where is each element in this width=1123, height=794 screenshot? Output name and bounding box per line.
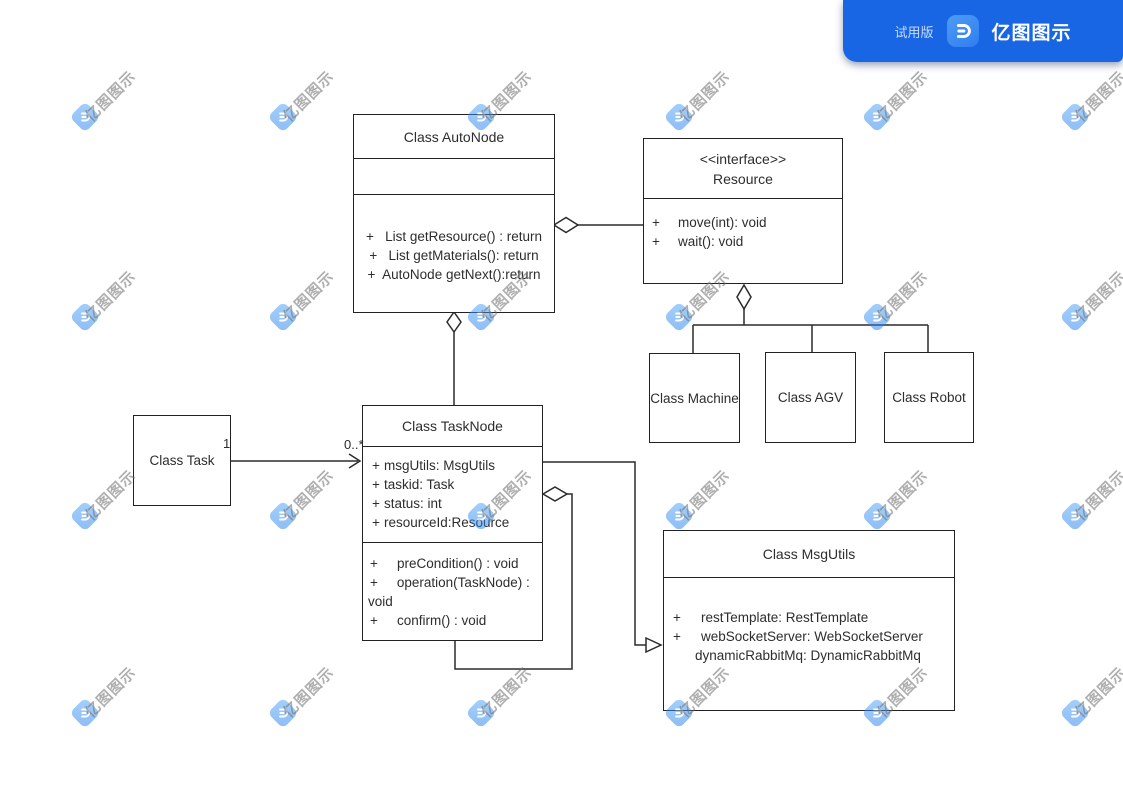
attribute-text: msgUtils: MsgUtils: [384, 458, 496, 473]
connector-tasknode-self: [454, 493, 573, 670]
connector-tasknode-msgutils: [543, 461, 646, 646]
multiplicity-label-one: 1: [223, 436, 231, 451]
visibility-marker: +: [370, 613, 378, 628]
triangle-arrowhead-icon: [645, 636, 663, 654]
attributes-section: + restTemplate: RestTemplate + webSocket…: [664, 578, 954, 665]
method-row: + AutoNode getNext():return: [367, 267, 541, 282]
stereotype-text: <<interface>>: [699, 150, 787, 167]
method-row: +operation(TaskNode) : void: [363, 573, 540, 611]
class-box-tasknode[interactable]: Class TaskNode + msgUtils: MsgUtils + ta…: [362, 405, 543, 641]
class-title-text: Class Machine: [650, 390, 739, 406]
class-title-text: Class AutoNode: [403, 128, 505, 145]
visibility-marker: +: [370, 575, 378, 590]
trial-banner[interactable]: 试用版 亿图图示: [843, 0, 1123, 62]
method-row: + List getResource() : return: [366, 229, 542, 244]
visibility-marker: +: [372, 458, 380, 473]
attribute-row: + webSocketServer: WebSocketServer: [673, 627, 954, 646]
multiplicity-label-many: 0..*: [344, 437, 364, 452]
diamond-icon: [446, 310, 462, 334]
trial-version-label: 试用版: [894, 24, 934, 40]
visibility-marker: +: [372, 496, 380, 511]
attribute-row: + resourceId:Resource: [368, 513, 542, 532]
attribute-text: resourceId:Resource: [384, 515, 510, 530]
attribute-row: dynamicRabbitMq: DynamicRabbitMq: [673, 646, 954, 665]
method-text: operation(TaskNode) : void: [368, 575, 534, 609]
class-box-task[interactable]: Class Task: [133, 415, 231, 506]
visibility-marker: +: [370, 556, 378, 571]
methods-section: + List getResource() : return + List get…: [354, 195, 554, 284]
method-text: wait(): void: [678, 234, 744, 249]
method-row: + move(int): void: [652, 213, 842, 232]
class-title-text: Class TaskNode: [402, 418, 503, 434]
attributes-section: [354, 159, 554, 195]
class-box-machine[interactable]: Class Machine: [649, 353, 740, 443]
attribute-row: + taskid: Task: [368, 475, 542, 494]
method-row: + preCondition() : void: [368, 554, 540, 573]
method-text: confirm() : void: [397, 613, 487, 628]
class-title-text: Class Robot: [892, 390, 966, 405]
edraw-logo-icon: [946, 15, 979, 47]
interface-box-resource[interactable]: <<interface>> Resource + move(int): void…: [643, 138, 843, 284]
diamond-icon: [541, 486, 569, 502]
method-row: + List getMaterials(): return: [369, 248, 539, 263]
class-box-msgutils[interactable]: Class MsgUtils + restTemplate: RestTempl…: [663, 530, 955, 711]
class-title: Class TaskNode: [363, 406, 542, 447]
method-text: move(int): void: [678, 215, 767, 230]
class-title: Class AutoNode: [354, 115, 554, 159]
methods-section: + preCondition() : void +operation(TaskN…: [363, 543, 542, 630]
visibility-marker: +: [652, 234, 660, 249]
method-row: + confirm() : void: [368, 611, 540, 630]
methods-section: + move(int): void + wait(): void: [644, 199, 842, 251]
attribute-text: status: int: [384, 496, 442, 511]
diamond-icon: [552, 216, 580, 234]
open-arrowhead-icon: [348, 453, 362, 469]
connector-resource-tree: [692, 309, 929, 353]
diamond-icon: [736, 283, 752, 311]
attribute-text: taskid: Task: [384, 477, 455, 492]
attributes-section: + msgUtils: MsgUtils + taskid: Task + st…: [363, 447, 542, 543]
method-row: + wait(): void: [652, 232, 842, 251]
class-title: Class MsgUtils: [664, 531, 954, 578]
attribute-row: + msgUtils: MsgUtils: [368, 456, 542, 475]
visibility-marker: +: [372, 515, 380, 530]
class-box-agv[interactable]: Class AGV: [765, 352, 856, 443]
visibility-marker: +: [673, 610, 681, 625]
attribute-row: + restTemplate: RestTemplate: [673, 608, 954, 627]
attribute-text: restTemplate: RestTemplate: [701, 610, 869, 625]
class-box-robot[interactable]: Class Robot: [884, 352, 974, 443]
class-title-text: Class MsgUtils: [762, 546, 856, 562]
attribute-text: webSocketServer: WebSocketServer: [701, 629, 923, 644]
interface-title-text: Resource: [713, 170, 773, 187]
class-title-text: Class Task: [149, 453, 215, 468]
visibility-marker: +: [372, 477, 380, 492]
class-box-autonode[interactable]: Class AutoNode + List getResource() : re…: [353, 114, 555, 313]
class-title-text: Class AGV: [777, 390, 844, 405]
interface-title: <<interface>> Resource: [644, 139, 842, 199]
attribute-text: dynamicRabbitMq: DynamicRabbitMq: [695, 648, 921, 663]
visibility-marker: +: [652, 215, 660, 230]
visibility-marker: +: [673, 629, 681, 644]
attribute-row: + status: int: [368, 494, 542, 513]
method-text: preCondition() : void: [397, 556, 519, 571]
brand-name: 亿图图示: [991, 22, 1072, 44]
